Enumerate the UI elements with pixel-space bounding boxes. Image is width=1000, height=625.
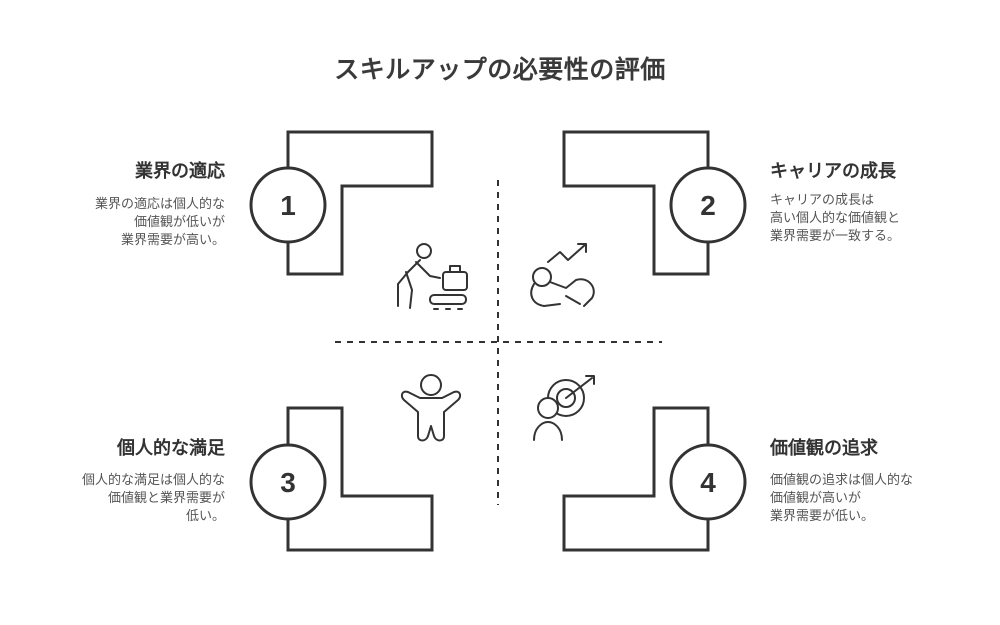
description-line: キャリアの成長は bbox=[770, 193, 875, 208]
description-line: 価値観と業界需要が bbox=[107, 491, 225, 506]
quadrant-3-description: 個人的な満足は個人的な 価値観と業界需要が 低い。 bbox=[82, 472, 225, 526]
quadrant-4-frame bbox=[562, 406, 710, 552]
svg-text:4: 4 bbox=[700, 467, 716, 498]
number-badge-4: 4 bbox=[669, 443, 747, 521]
description-line: 高い個人的な価値観と bbox=[770, 211, 901, 226]
quadrant-1-label: 業界の適応 bbox=[135, 161, 225, 182]
person-target-icon bbox=[533, 375, 595, 441]
quadrant-1-description: 業界の適応は個人的な 価値観が低いが 業界需要が高い。 bbox=[95, 196, 225, 250]
happy-person-icon bbox=[400, 374, 462, 442]
svg-text:3: 3 bbox=[280, 467, 296, 498]
number-badge-3: 3 bbox=[249, 443, 327, 521]
svg-text:1: 1 bbox=[280, 190, 296, 221]
description-line: 業界需要が低い。 bbox=[770, 509, 875, 524]
description-line: 業界の適応は個人的な bbox=[94, 197, 225, 212]
quadrant-2-description: キャリアの成長は 高い個人的な価値観と 業界需要が一致する。 bbox=[770, 192, 900, 246]
description-line: 業界需要が高い。 bbox=[120, 233, 225, 248]
page-title: スキルアップの必要性の評価 bbox=[334, 55, 666, 84]
quadrant-2-label: キャリアの成長 bbox=[770, 161, 896, 182]
quadrant-3-frame bbox=[286, 406, 434, 552]
quadrant-4-label: 価値観の追求 bbox=[770, 438, 878, 459]
person-growth-arrow-icon bbox=[530, 243, 595, 307]
worker-luggage-conveyor-icon bbox=[397, 243, 468, 310]
number-badge-2: 2 bbox=[669, 166, 747, 244]
quadrant-3-label: 個人的な満足 bbox=[117, 438, 225, 459]
quadrant-4-description: 価値観の追求は個人的な 価値観が高いが 業界需要が低い。 bbox=[770, 472, 913, 526]
description-line: 個人的な満足は個人的な bbox=[81, 473, 225, 488]
quadrant-1-frame bbox=[286, 130, 434, 276]
description-line: 価値観が高いが bbox=[770, 491, 862, 506]
number-badge-1: 1 bbox=[249, 166, 327, 244]
description-line: 価値観の追求は個人的な bbox=[770, 473, 914, 488]
quadrant-2-frame bbox=[562, 130, 710, 276]
svg-text:2: 2 bbox=[700, 190, 716, 221]
description-line: 低い。 bbox=[185, 509, 225, 524]
description-line: 業界需要が一致する。 bbox=[770, 229, 901, 244]
description-line: 価値観が低いが bbox=[133, 215, 225, 230]
